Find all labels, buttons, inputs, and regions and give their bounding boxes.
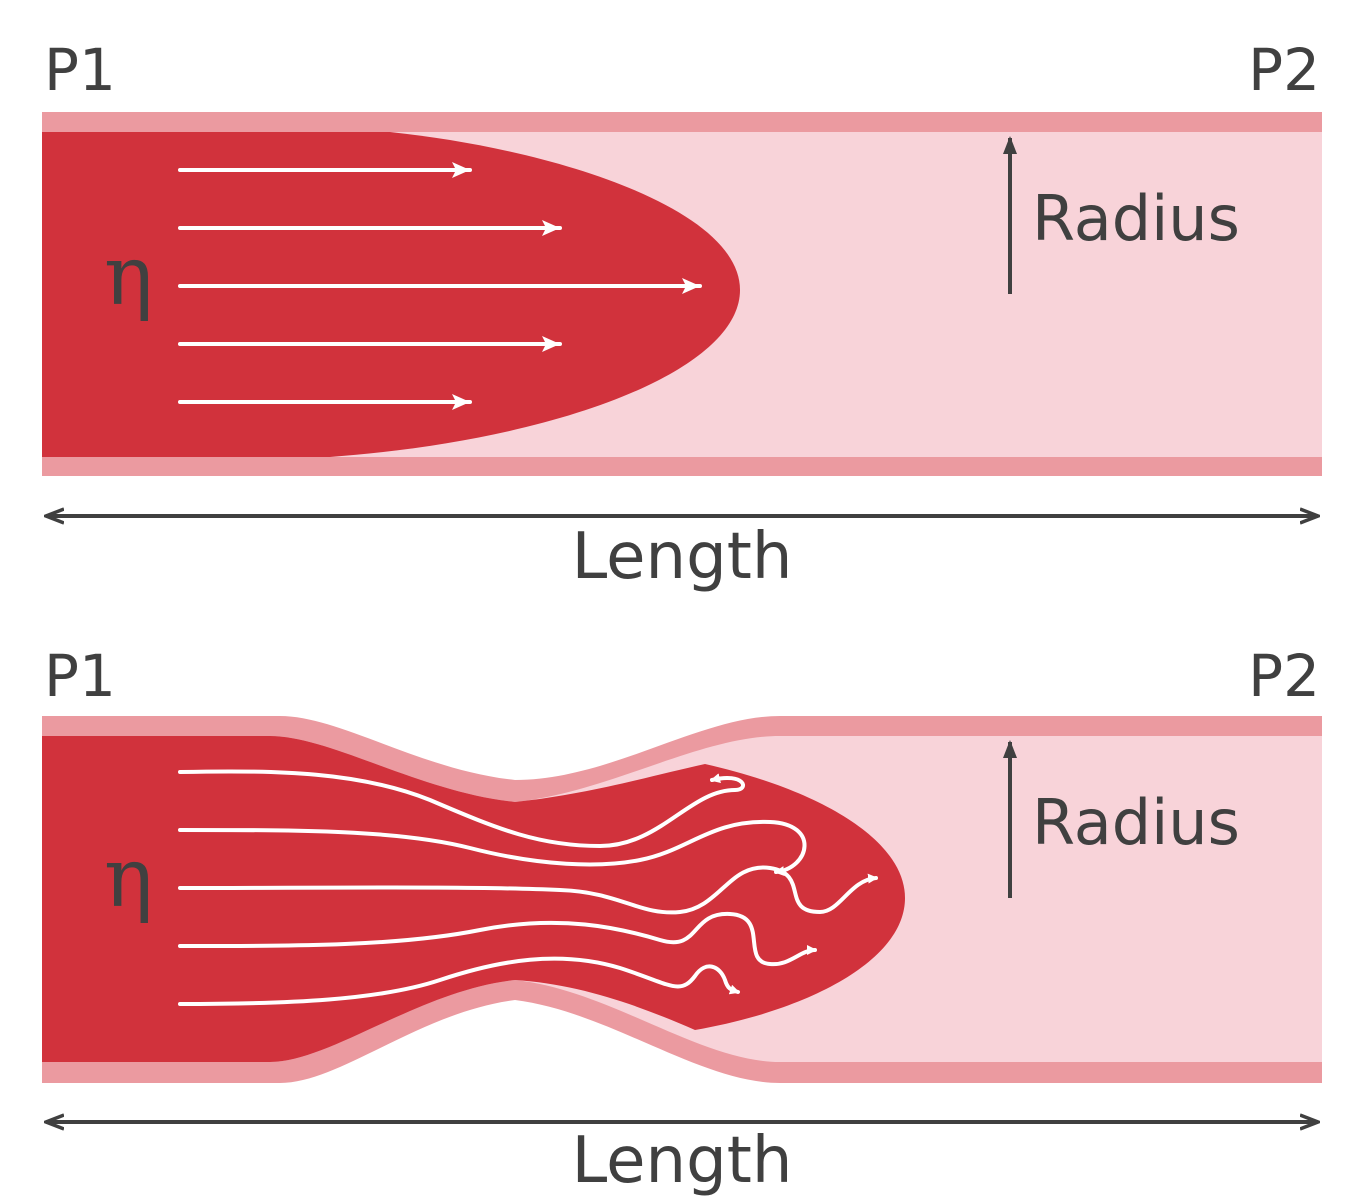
viscosity-symbol: η bbox=[104, 831, 153, 926]
flow-streamline bbox=[178, 769, 746, 849]
flow-streamline bbox=[178, 911, 817, 967]
stenosis-flow-diagram: P1 P2 η Radius Length bbox=[42, 642, 1322, 1198]
flow-streamline bbox=[178, 819, 807, 877]
length-label: Length bbox=[572, 520, 793, 594]
viscosity-symbol: η bbox=[104, 229, 153, 324]
pressure-out-label: P2 bbox=[1248, 36, 1320, 104]
velocity-arrows bbox=[178, 162, 702, 410]
length-label: Length bbox=[572, 1124, 793, 1198]
turbulent-flow-arrows bbox=[178, 769, 878, 1006]
radius-label: Radius bbox=[1032, 786, 1240, 859]
radius-label: Radius bbox=[1032, 182, 1240, 255]
laminar-flow-diagram: P1 P2 η Radius Length bbox=[42, 36, 1322, 594]
flow-streamline bbox=[178, 956, 740, 1006]
pressure-in-label: P1 bbox=[44, 642, 116, 710]
flow-streamline bbox=[178, 865, 878, 915]
pressure-in-label: P1 bbox=[44, 36, 116, 104]
blood-flow-profile bbox=[42, 132, 740, 457]
pressure-out-label: P2 bbox=[1248, 642, 1320, 710]
